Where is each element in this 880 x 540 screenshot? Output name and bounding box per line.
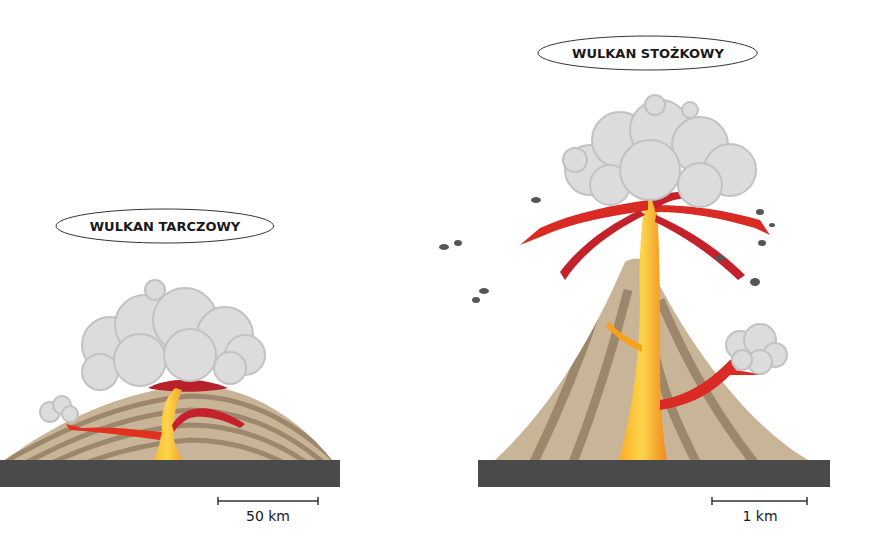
volcano-type-label: WULKAN TARCZOWY (90, 219, 240, 234)
ground-bar (0, 460, 340, 487)
title-ellipse: WULKAN STOŻKOWY (537, 35, 758, 71)
scale-bar (218, 497, 807, 505)
volcano-type-label: WULKAN STOŻKOWY (572, 46, 724, 61)
ground-bar (478, 460, 830, 487)
scale-label: 1 km (742, 508, 777, 524)
strato-volcano (439, 192, 808, 487)
scale-label: 50 km (246, 508, 290, 524)
smoke-clouds (40, 95, 787, 422)
shield-volcano (0, 380, 345, 506)
title-ellipse: WULKAN TARCZOWY (55, 208, 275, 244)
